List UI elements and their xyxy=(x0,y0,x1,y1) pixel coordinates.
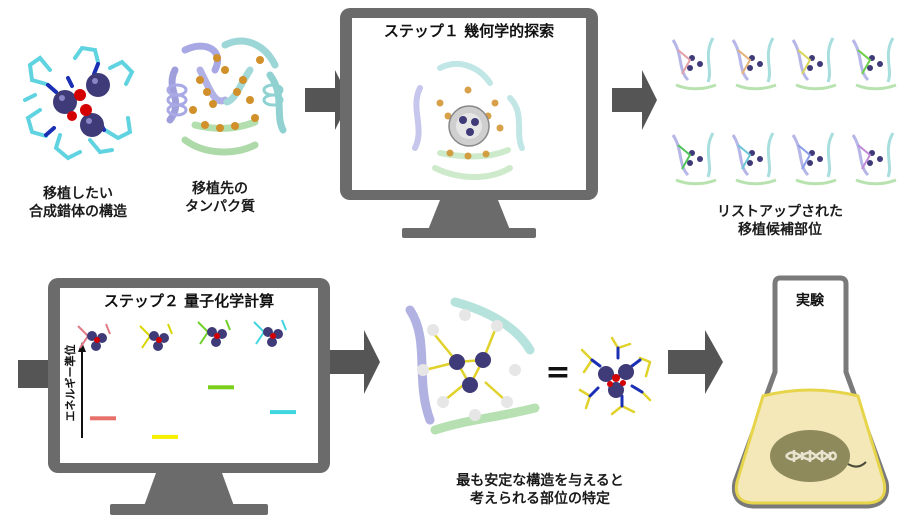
protein-caption-line2: タンパク質 xyxy=(185,199,255,215)
complex-caption: 移植したい 合成錯体の構造 xyxy=(8,185,148,221)
optimized-complex-structure xyxy=(578,336,652,416)
candidate-thumb-6 xyxy=(731,131,778,186)
candidate-thumb-2 xyxy=(731,36,778,91)
step2-monitor: ステップ２ 量子化学計算 エネルギー準位 xyxy=(48,278,330,515)
candidates-caption-line1: リストアップされた xyxy=(717,204,843,220)
equals-sign: = xyxy=(545,355,571,390)
experiment-flask xyxy=(731,275,890,509)
dna-icon xyxy=(785,450,838,462)
candidate-complex-2 xyxy=(139,323,173,351)
candidates-caption: リストアップされた 移植候補部位 xyxy=(680,203,880,239)
candidate-complex-1 xyxy=(77,323,111,351)
result-caption: 最も安定な構造を与えると 考えられる部位の特定 xyxy=(420,472,660,508)
candidate-thumbnails xyxy=(671,36,898,186)
complex-caption-line1: 移植したい xyxy=(43,186,113,202)
step1-monitor-frame xyxy=(340,8,598,238)
step1-title: ステップ１ 幾何学的探索 xyxy=(383,22,555,40)
candidate-thumb-4 xyxy=(851,36,898,91)
energy-level-bar-4 xyxy=(270,410,296,415)
candidates-caption-line2: 移植候補部位 xyxy=(738,222,822,238)
energy-axis-label: エネルギー準位 xyxy=(64,344,77,422)
candidate-complex-4 xyxy=(253,319,287,347)
candidate-complex-3 xyxy=(197,319,231,347)
candidate-thumb-8 xyxy=(851,131,898,186)
target-protein-structure xyxy=(166,37,287,156)
complex-caption-line2: 合成錯体の構造 xyxy=(29,204,127,220)
flow-arrow-4 xyxy=(330,330,380,394)
result-caption-line2: 考えられる部位の特定 xyxy=(470,491,610,507)
candidate-thumb-3 xyxy=(791,36,838,91)
synthetic-complex-structure xyxy=(23,45,135,161)
flow-arrow-5 xyxy=(668,330,723,394)
flow-arrow-1 xyxy=(305,70,350,130)
candidate-thumb-1 xyxy=(671,36,718,91)
energy-level-bars xyxy=(90,385,296,439)
step1-monitor: ステップ１ 幾何学的探索 xyxy=(340,8,598,248)
candidate-thumb-5 xyxy=(671,131,718,186)
candidate-thumb-7 xyxy=(791,131,838,186)
protein-caption-line1: 移植先の xyxy=(192,181,248,197)
identified-site-structure xyxy=(405,297,540,435)
result-caption-line1: 最も安定な構造を与えると xyxy=(456,473,624,489)
step2-title: ステップ２ 量子化学計算 xyxy=(103,292,275,310)
energy-level-bar-3 xyxy=(208,385,234,390)
flask-label: 実験 xyxy=(796,293,824,309)
cell-flagellum xyxy=(847,461,867,468)
step2-monitor-frame xyxy=(48,278,330,515)
energy-level-bar-1 xyxy=(90,416,116,421)
candidate-sites-grid xyxy=(668,30,900,195)
flow-arrow-2 xyxy=(612,70,657,130)
energy-level-bar-2 xyxy=(152,434,178,439)
protein-caption: 移植先の タンパク質 xyxy=(160,180,280,216)
